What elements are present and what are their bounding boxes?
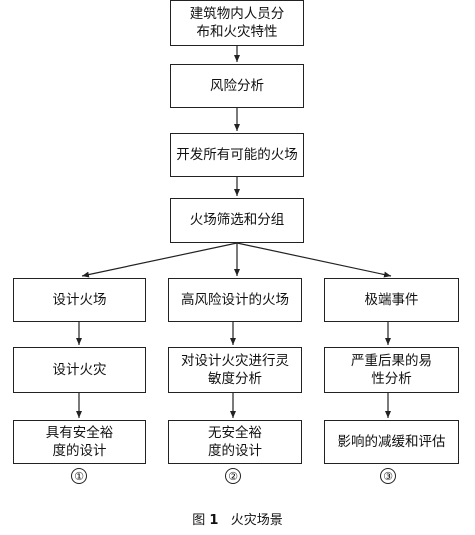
node-risk-analysis: 风险分析 <box>170 64 304 108</box>
node-design-fire: 设计火灾 <box>13 347 146 393</box>
arrow-n4-a1 <box>81 242 238 278</box>
node-high-risk-design-fire-scenario: 高风险设计的火场 <box>168 278 302 322</box>
node-occupant-fire-characteristics: 建筑物内人员分 布和火灾特性 <box>170 0 304 46</box>
node-screen-and-group: 火场筛选和分组 <box>170 198 304 243</box>
node-sensitivity-analysis: 对设计火灾进行灵 敏度分析 <box>168 347 302 393</box>
node-design-fire-scenario: 设计火场 <box>13 278 146 322</box>
node-design-with-safety-margin: 具有安全裕 度的设计 <box>13 420 146 464</box>
caption-prefix: 图 <box>192 513 206 528</box>
node-mitigation-and-evaluation: 影响的减缓和评估 <box>324 420 459 464</box>
node-design-without-safety-margin: 无安全裕 度的设计 <box>168 420 302 464</box>
marker-3: ③ <box>380 468 396 484</box>
node-extreme-event: 极端事件 <box>324 278 459 322</box>
node-severe-consequence-analysis: 严重后果的易 性分析 <box>324 347 459 393</box>
node-develop-fire-scenarios: 开发所有可能的火场 <box>170 133 304 177</box>
caption-number: 1 <box>209 513 219 528</box>
figure-caption: 图 1 火灾场景 <box>0 509 475 528</box>
arrow-n4-c1 <box>236 242 392 278</box>
marker-2: ② <box>225 468 241 484</box>
marker-1: ① <box>71 468 87 484</box>
caption-title: 火灾场景 <box>230 513 283 528</box>
